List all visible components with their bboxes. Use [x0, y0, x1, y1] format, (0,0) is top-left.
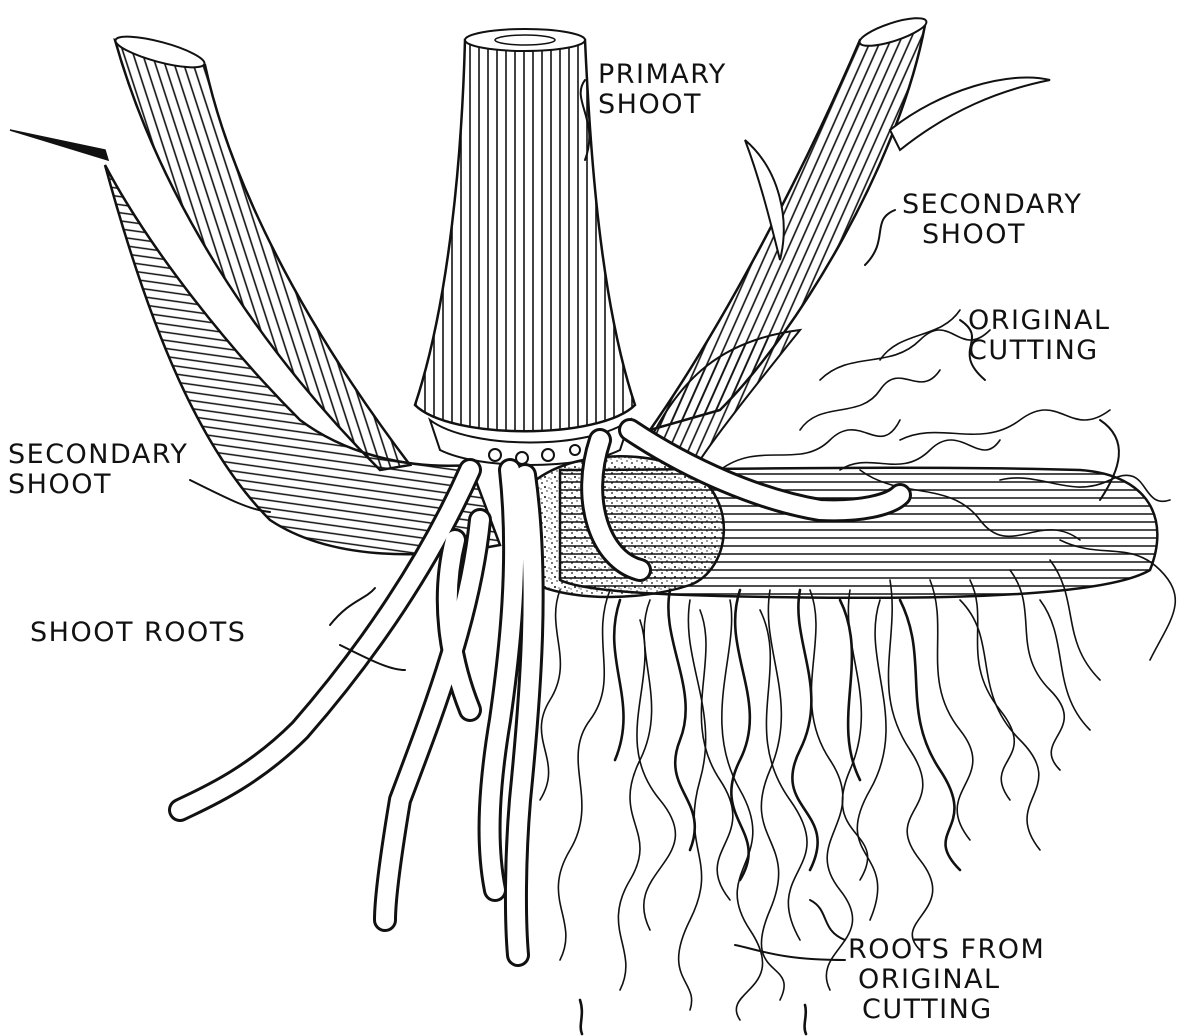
- fine-roots: [540, 310, 1175, 1020]
- label-original-cutting: ORIGINAL CUTTING: [968, 306, 1111, 366]
- label-secondary-shoot-left: SECONDARY SHOOT: [8, 440, 188, 500]
- label-roots-from-cutting: ROOTS FROM ORIGINAL CUTTING: [848, 935, 1045, 1025]
- label-shoot-roots: SHOOT ROOTS: [30, 618, 246, 648]
- primary-shoot-top: [465, 29, 585, 51]
- left-leaf-tip: [10, 130, 108, 160]
- label-primary-shoot: PRIMARY SHOOT: [598, 60, 727, 120]
- label-secondary-shoot-right: SECONDARY SHOOT: [902, 190, 1082, 250]
- right-leaf-curl: [890, 77, 1050, 150]
